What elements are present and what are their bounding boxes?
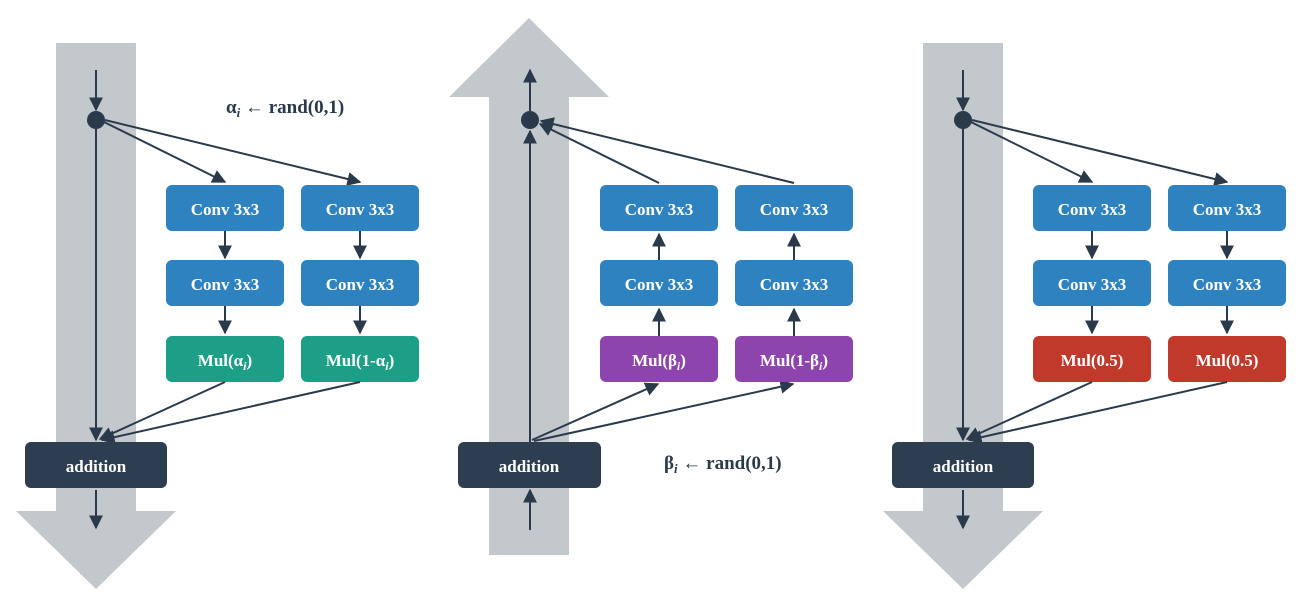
conv-label: Conv 3x3	[1193, 200, 1261, 219]
split-edge-b	[104, 119, 362, 186]
conv-label: Conv 3x3	[760, 200, 828, 219]
merge-node	[521, 111, 539, 129]
mul-box	[301, 336, 419, 382]
conv-label: Conv 3x3	[625, 200, 693, 219]
addition-label: addition	[933, 457, 994, 476]
conv-box	[166, 260, 284, 306]
addition-box	[25, 442, 167, 488]
merge-edge-a	[98, 381, 226, 441]
conv-box	[1033, 185, 1151, 231]
panel-right-test: Conv 3x3 Conv 3x3 Mul(0.5) Conv 3x3 Conv…	[883, 43, 1286, 589]
conv-label: Conv 3x3	[191, 275, 259, 294]
mul-box	[735, 336, 853, 382]
conv-label: Conv 3x3	[1058, 200, 1126, 219]
merge-edge-a	[538, 123, 660, 184]
mul-label: Mul(αi)	[198, 351, 252, 373]
split-node	[87, 111, 105, 129]
conv-label: Conv 3x3	[191, 200, 259, 219]
conv-box	[735, 185, 853, 231]
alpha-equation: αi ← rand(0,1)	[226, 97, 344, 120]
split-node	[954, 111, 972, 129]
mul-label: Mul(βi)	[632, 351, 686, 373]
beta-equation: βi ← rand(0,1)	[664, 453, 782, 476]
mul-label: Mul(1-βi)	[760, 351, 828, 373]
merge-edge-a	[965, 381, 1093, 441]
split-edge-b	[971, 119, 1229, 186]
mul-box	[1168, 336, 1286, 382]
conv-label: Conv 3x3	[326, 200, 394, 219]
conv-box	[1168, 260, 1286, 306]
addition-box	[892, 442, 1034, 488]
panel-left-forward: Conv 3x3 Conv 3x3 Mul(αi) Conv 3x3 Conv …	[16, 43, 419, 589]
panel-middle-backward: Mul(βi) Conv 3x3 Conv 3x3 Mul(1-βi) Conv…	[449, 18, 853, 555]
conv-box	[600, 185, 718, 231]
conv-box	[166, 185, 284, 231]
merge-edge-b	[539, 117, 795, 184]
mul-box	[166, 336, 284, 382]
conv-box	[1033, 260, 1151, 306]
split-edge-b	[533, 379, 795, 442]
addition-label: addition	[499, 457, 560, 476]
addition-label: addition	[66, 457, 127, 476]
conv-label: Conv 3x3	[625, 275, 693, 294]
mul-box	[600, 336, 718, 382]
conv-box	[600, 260, 718, 306]
mul-label: Mul(1-αi)	[326, 351, 395, 373]
conv-label: Conv 3x3	[760, 275, 828, 294]
mul-box	[1033, 336, 1151, 382]
conv-label: Conv 3x3	[326, 275, 394, 294]
split-edge-a	[970, 121, 1094, 183]
mul-label: Mul(0.5)	[1061, 351, 1124, 370]
split-edge-a	[103, 121, 227, 183]
conv-box	[735, 260, 853, 306]
merge-edge-b	[100, 381, 361, 445]
conv-box	[301, 260, 419, 306]
merge-edge-b	[967, 381, 1228, 445]
conv-label: Conv 3x3	[1058, 275, 1126, 294]
conv-box	[301, 185, 419, 231]
conv-label: Conv 3x3	[1193, 275, 1261, 294]
mul-label: Mul(0.5)	[1196, 351, 1259, 370]
addition-box	[458, 442, 601, 488]
conv-box	[1168, 185, 1286, 231]
split-edge-a	[531, 382, 660, 441]
